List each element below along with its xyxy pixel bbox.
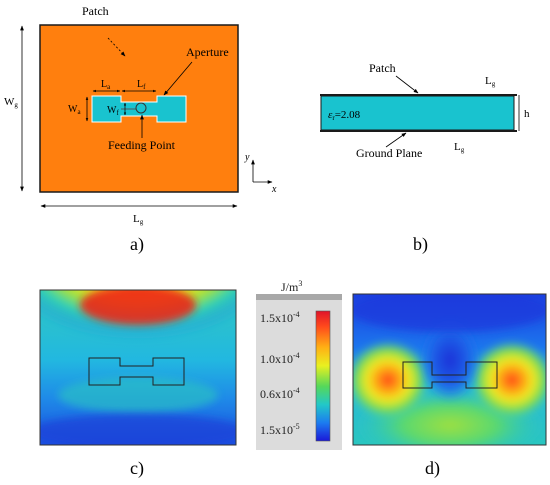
panel-d-frame xyxy=(352,293,547,446)
panel-c-aperture-outline xyxy=(88,357,185,386)
colorbar-tick-1: 1.0x10-4 xyxy=(260,351,300,366)
eps-label: εr=2.08 xyxy=(328,109,361,122)
ground-plane-label: Ground Plane xyxy=(356,146,422,160)
colorbar-tick-0: 1.5x10-4 xyxy=(260,310,300,325)
caption-b: b) xyxy=(413,234,428,255)
colorbar-tick-2: 0.6x10-4 xyxy=(260,386,300,401)
h-label: h xyxy=(524,108,530,120)
lg-top-label: Lg xyxy=(485,75,496,88)
colorbar: J/m3 1.5x10-4 1.0x10-4 0.6x10-4 1.5x10-5 xyxy=(256,279,342,450)
aperture-label: Aperture xyxy=(186,45,229,59)
lf-label: Lf xyxy=(137,79,146,91)
colorbar-unit: J/m3 xyxy=(281,279,302,294)
wa-label: Wa xyxy=(68,104,81,116)
caption-a: a) xyxy=(130,234,144,255)
feeding-point-label: Feeding Point xyxy=(108,138,176,152)
lg-bottom-label: Lg xyxy=(454,141,465,154)
axis-x-label: x xyxy=(271,184,277,195)
panel-b: εr=2.08 Patch Lg Lg h Ground Plane b) xyxy=(320,61,530,255)
feeding-point-circle xyxy=(135,102,147,114)
la-label: La xyxy=(101,79,111,91)
colorbar-gradient xyxy=(315,310,331,442)
panel-d-heatmap: d) xyxy=(352,293,547,479)
ground-plane-arrow xyxy=(385,132,407,148)
lg-label-a: Lg xyxy=(133,213,144,226)
panel-c-frame xyxy=(39,289,237,446)
aperture-arrow xyxy=(163,61,193,96)
substrate-rect xyxy=(320,95,515,131)
patch-label-a: Patch xyxy=(82,4,109,18)
caption-d: d) xyxy=(425,458,440,479)
caption-c: c) xyxy=(130,458,144,479)
panel-a: Patch Aperture Feeding Point La Lf Wa Wf… xyxy=(4,4,277,255)
patch-arrow-b xyxy=(395,75,419,94)
patch-arrow-a xyxy=(107,37,126,57)
patch-label-b: Patch xyxy=(369,61,396,75)
wg-label: Wg xyxy=(4,96,18,109)
wf-label: Wf xyxy=(107,105,119,117)
colorbar-tick-3: 1.5x10-5 xyxy=(260,422,300,437)
panel-d-aperture-outline xyxy=(402,361,498,389)
axis-y-label: y xyxy=(244,152,250,163)
panel-c-heatmap: c) xyxy=(39,289,237,479)
